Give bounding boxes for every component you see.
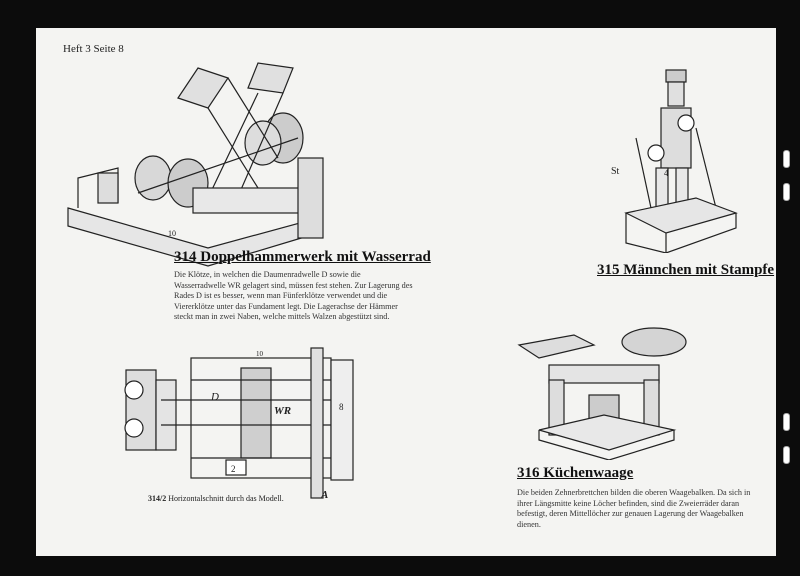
label-wr: WR: [274, 405, 291, 417]
illustration-315-man-with-stamper: St 4: [611, 69, 738, 253]
label-8: 8: [339, 402, 344, 412]
label-a: A: [320, 489, 328, 500]
label-st: St: [611, 166, 620, 177]
title-316: 316 Küchenwaage: [517, 465, 634, 481]
label-2: 2: [231, 464, 236, 474]
caption-314-2: 314/2 Horizontalschnitt durch das Modell…: [148, 494, 284, 503]
text-316: Die beiden Zehnerbrettchen bilden die ob…: [517, 488, 751, 529]
caption-text: Horizontalschnitt durch das Modell.: [166, 494, 284, 503]
illustration-316-kitchen-scale: [517, 327, 687, 460]
label-4: 4: [664, 168, 669, 178]
text-314: Die Klötze, in welchen die Daumenradwell…: [174, 270, 413, 321]
caption-number: 314/2: [148, 494, 167, 503]
binding-hole: [783, 413, 790, 431]
binding-hole: [783, 150, 790, 168]
illustration-314-hammer-mill: 10: [67, 62, 324, 267]
document-page: Heft 3 Seite 8 10 314 Doppelhammerwerk m…: [36, 28, 790, 556]
binding-hole: [783, 183, 790, 201]
binding-hole: [783, 446, 790, 464]
svg-text:10: 10: [168, 229, 176, 238]
title-315: 315 Männchen mit Stampfe: [597, 262, 775, 278]
label-10: 10: [256, 350, 264, 358]
label-d: D: [210, 391, 219, 403]
title-314: 314 Doppelhammerwerk mit Wasserrad: [174, 249, 431, 265]
page-header: Heft 3 Seite 8: [63, 43, 124, 55]
illustration-314-2-horizontal-section: D WR A 8 10 2: [124, 347, 354, 500]
